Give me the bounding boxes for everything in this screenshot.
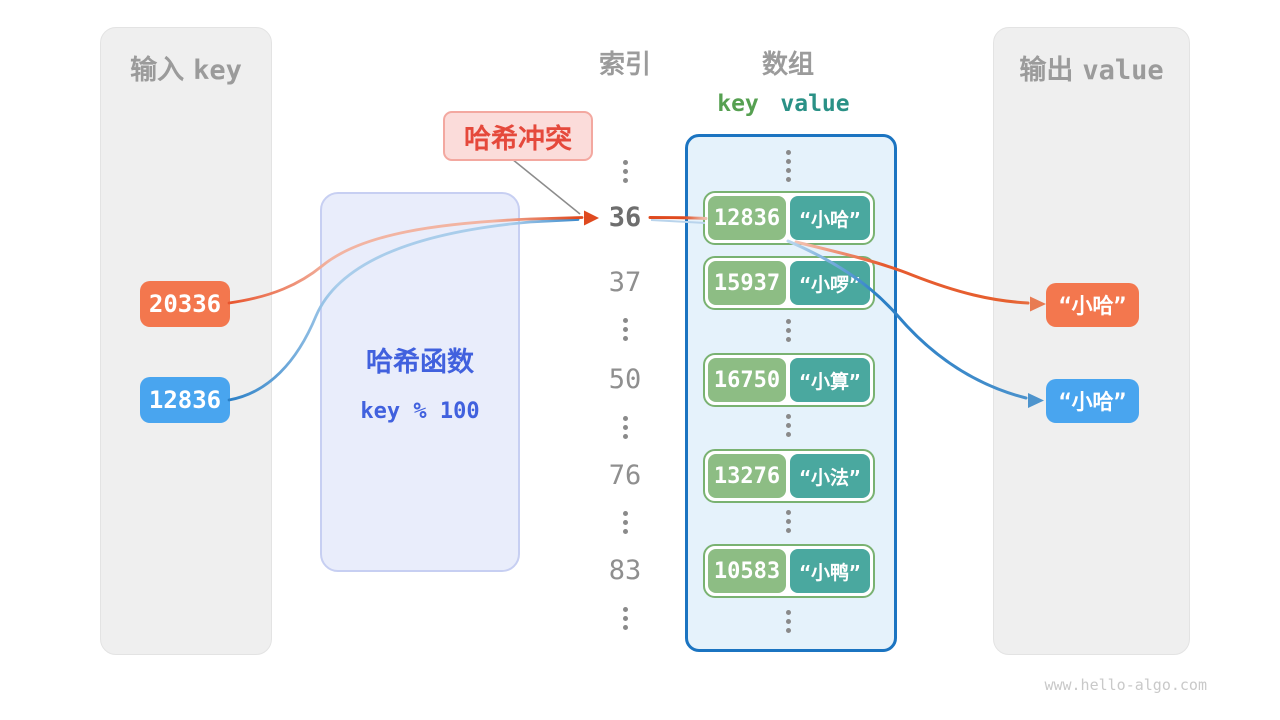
index-76: 76	[608, 460, 642, 491]
key-subheader: key	[717, 91, 759, 117]
ellipsis-icon	[620, 511, 630, 534]
hash-function-formula: key % 100	[360, 399, 480, 424]
bucket-row: 16750 “小算”	[703, 353, 875, 407]
ellipsis-icon	[783, 510, 793, 533]
bucket-row: 12836 “小哈”	[703, 191, 875, 245]
input-title-zh: 输入	[130, 55, 185, 85]
ellipsis-icon	[620, 607, 630, 630]
input-panel-title: 输入 key	[101, 48, 271, 87]
index-50: 50	[608, 364, 642, 395]
output-panel-title: 输出 value	[994, 48, 1189, 87]
ellipsis-icon	[620, 160, 630, 183]
ellipsis-icon	[620, 318, 630, 341]
hash-function-title: 哈希函数	[366, 347, 474, 377]
bucket-value: “小啰”	[790, 261, 870, 305]
output-title-zh: 输出	[1019, 55, 1074, 85]
value-subheader: value	[780, 91, 850, 117]
output-title-en: value	[1082, 55, 1164, 86]
ellipsis-icon	[783, 319, 793, 342]
bucket-key: 13276	[708, 454, 786, 498]
array-column-header: 数组	[761, 49, 814, 79]
bucket-key: 15937	[708, 261, 786, 305]
ellipsis-icon	[783, 150, 793, 182]
bucket-value: “小法”	[790, 454, 870, 498]
hash-collision-label: 哈希冲突	[443, 111, 593, 161]
bucket-value: “小哈”	[790, 196, 870, 240]
bucket-value: “小算”	[790, 358, 870, 402]
index-37: 37	[608, 267, 642, 298]
bucket-key: 16750	[708, 358, 786, 402]
watermark: www.hello-algo.com	[1044, 676, 1207, 694]
output-value-chip-orange: “小哈”	[1046, 283, 1139, 327]
hash-function-box: 哈希函数 key % 100	[320, 192, 520, 572]
bucket-row: 10583 “小鸭”	[703, 544, 875, 598]
index-83: 83	[608, 555, 642, 586]
ellipsis-icon	[620, 416, 630, 439]
bucket-row: 13276 “小法”	[703, 449, 875, 503]
input-title-en: key	[193, 55, 242, 86]
input-key-chip-12836: 12836	[140, 377, 230, 423]
bucket-key: 10583	[708, 549, 786, 593]
input-key-chip-20336: 20336	[140, 281, 230, 327]
bucket-row: 15937 “小啰”	[703, 256, 875, 310]
ellipsis-icon	[783, 414, 793, 437]
output-panel: 输出 value	[993, 27, 1190, 655]
bucket-value: “小鸭”	[790, 549, 870, 593]
index-column-header: 索引	[598, 49, 651, 79]
input-panel: 输入 key	[100, 27, 272, 655]
index-36: 36	[608, 202, 642, 233]
output-value-chip-blue: “小哈”	[1046, 379, 1139, 423]
bucket-key: 12836	[708, 196, 786, 240]
ellipsis-icon	[783, 610, 793, 633]
